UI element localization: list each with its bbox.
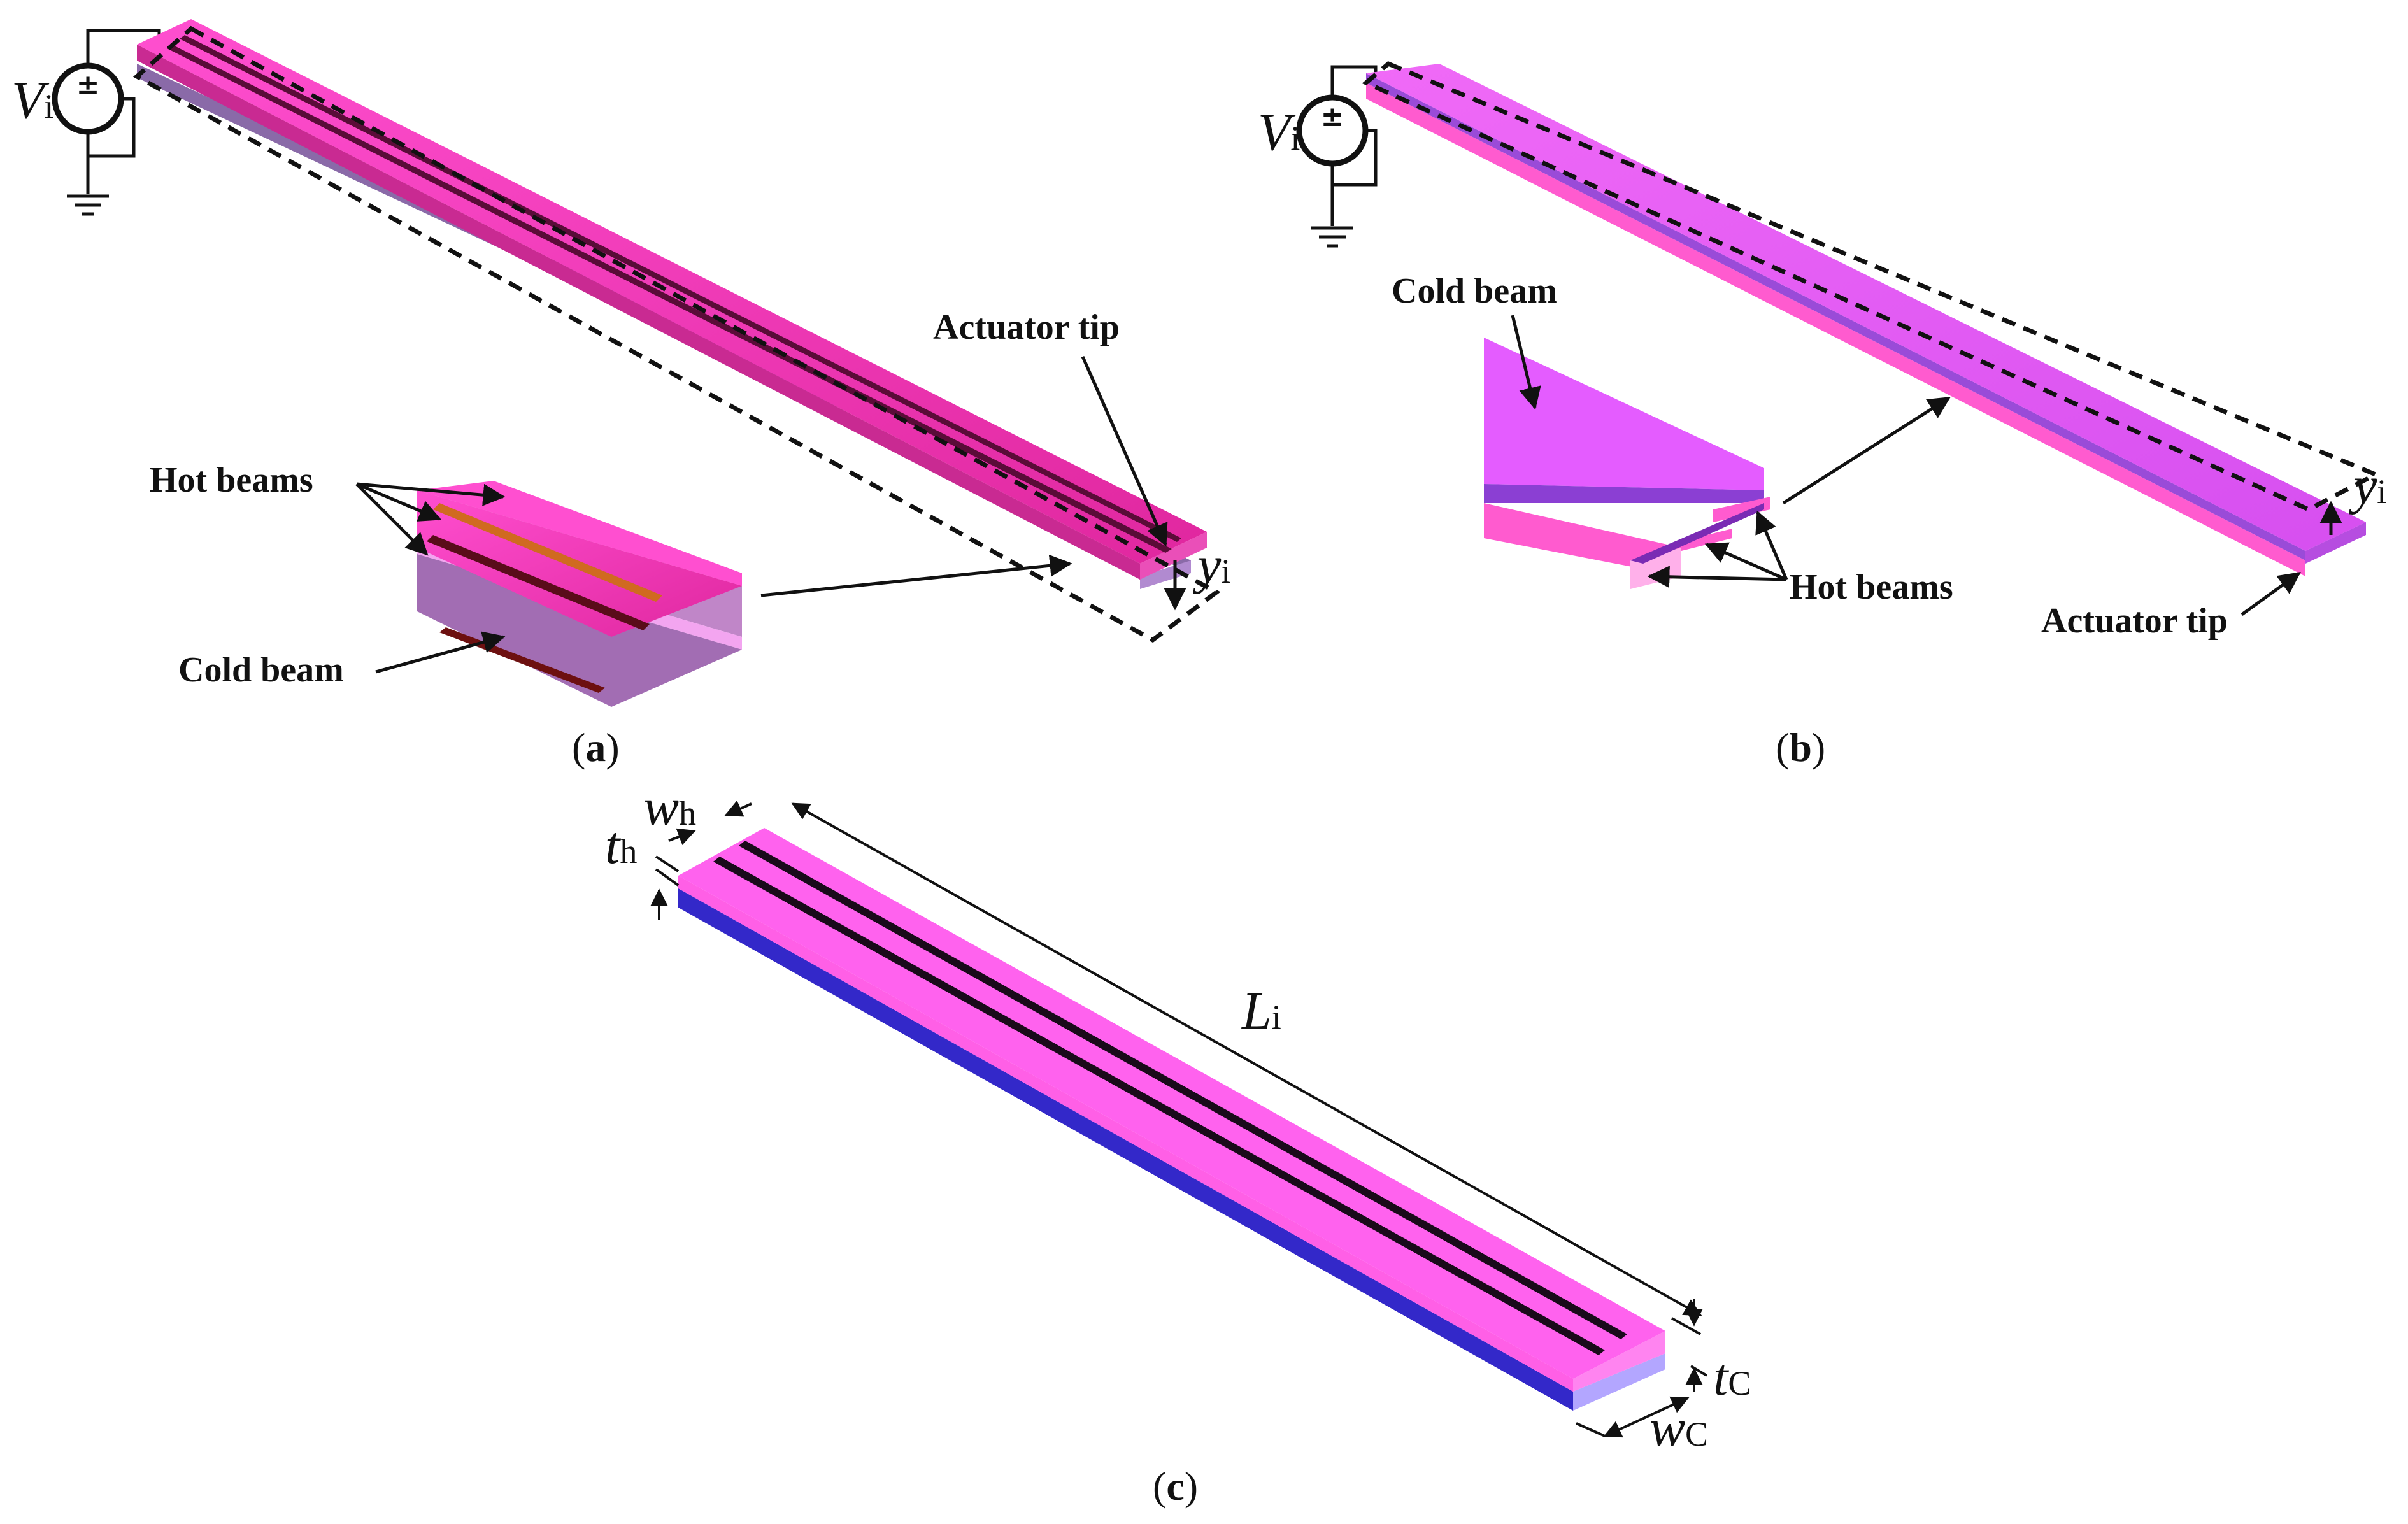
voltage-source-b: ±	[1296, 65, 1378, 226]
inset-a	[417, 481, 742, 707]
cold-thickness-label: tC	[1713, 1348, 1751, 1407]
hot-width-label: wh	[643, 778, 696, 837]
voltage-source-a: ±	[52, 29, 161, 194]
hot-thickness-label: th	[605, 816, 637, 875]
actuator-beam-a	[137, 19, 1207, 589]
caption-b: (b)	[1776, 725, 1825, 770]
deflection-label-b: yi	[2348, 456, 2386, 515]
hot-beams-label-b: Hot beams	[1790, 567, 1953, 607]
caption-a: (a)	[572, 725, 620, 770]
svg-text:±: ±	[76, 69, 100, 101]
hot-beams-label-a: Hot beams	[150, 460, 313, 500]
deflection-label-a: yi	[1192, 536, 1230, 595]
ground-icon	[67, 194, 109, 216]
caption-c: (c)	[1153, 1463, 1198, 1509]
voltage-label-a: Vi	[11, 71, 53, 130]
voltage-label-b: Vi	[1258, 103, 1300, 162]
inset-b	[1484, 338, 1770, 589]
svg-text:±: ±	[1321, 101, 1344, 133]
panel-a: ± Vi yi Actuator tip	[11, 19, 1230, 770]
actuator-tip-label-b: Actuator tip	[2041, 601, 2228, 641]
deflected-outline-a	[132, 25, 1221, 643]
actuator-tip-label-a: Actuator tip	[933, 308, 1120, 347]
ground-icon	[1311, 226, 1353, 248]
actuator-beam-c	[678, 828, 1665, 1411]
deflected-outline-b	[1362, 61, 2381, 512]
cold-beam-label-b: Cold beam	[1392, 271, 1557, 311]
panel-b: ± Vi yi Col	[1258, 61, 2386, 770]
length-label: Li	[1241, 981, 1281, 1041]
cold-beam-label-a: Cold beam	[178, 650, 344, 690]
cold-width-label: wC	[1649, 1399, 1708, 1458]
panel-c: Li wh th tC wC (c)	[605, 778, 1751, 1509]
